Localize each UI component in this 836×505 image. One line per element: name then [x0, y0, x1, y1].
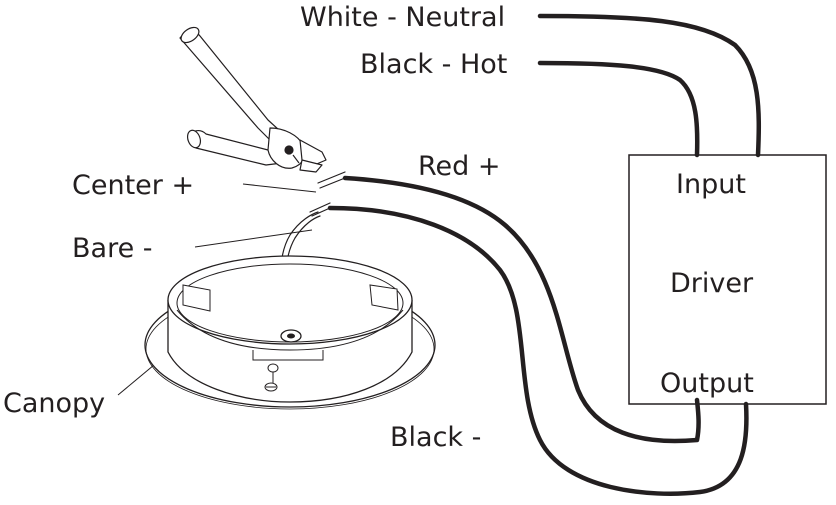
black-minus-wire [327, 205, 749, 496]
black-minus-label: Black - [390, 422, 481, 453]
bare-minus-label: Bare - [72, 233, 153, 264]
canopy-ring-icon [144, 255, 436, 410]
black-conductor-end [309, 202, 331, 217]
red-conductor-end [317, 171, 346, 189]
white-neutral-wire [537, 13, 762, 158]
driver-box [628, 154, 827, 405]
red-plus-label: Red + [418, 151, 501, 182]
bare-leader [194, 229, 313, 248]
black-hot-wire [537, 60, 700, 158]
white-neutral-label: White - Neutral [300, 2, 505, 33]
driver-output-label: Output [660, 368, 754, 399]
wire-cutter-icon [179, 26, 327, 173]
canopy-label: Canopy [3, 388, 105, 419]
center-leader [242, 183, 317, 193]
screw-icon [264, 363, 279, 392]
center-plus-label: Center + [72, 170, 194, 201]
driver-input-label: Input [676, 169, 746, 200]
driver-label: Driver [670, 268, 754, 299]
red-plus-wire [342, 175, 701, 444]
black-hot-label: Black - Hot [360, 49, 507, 80]
